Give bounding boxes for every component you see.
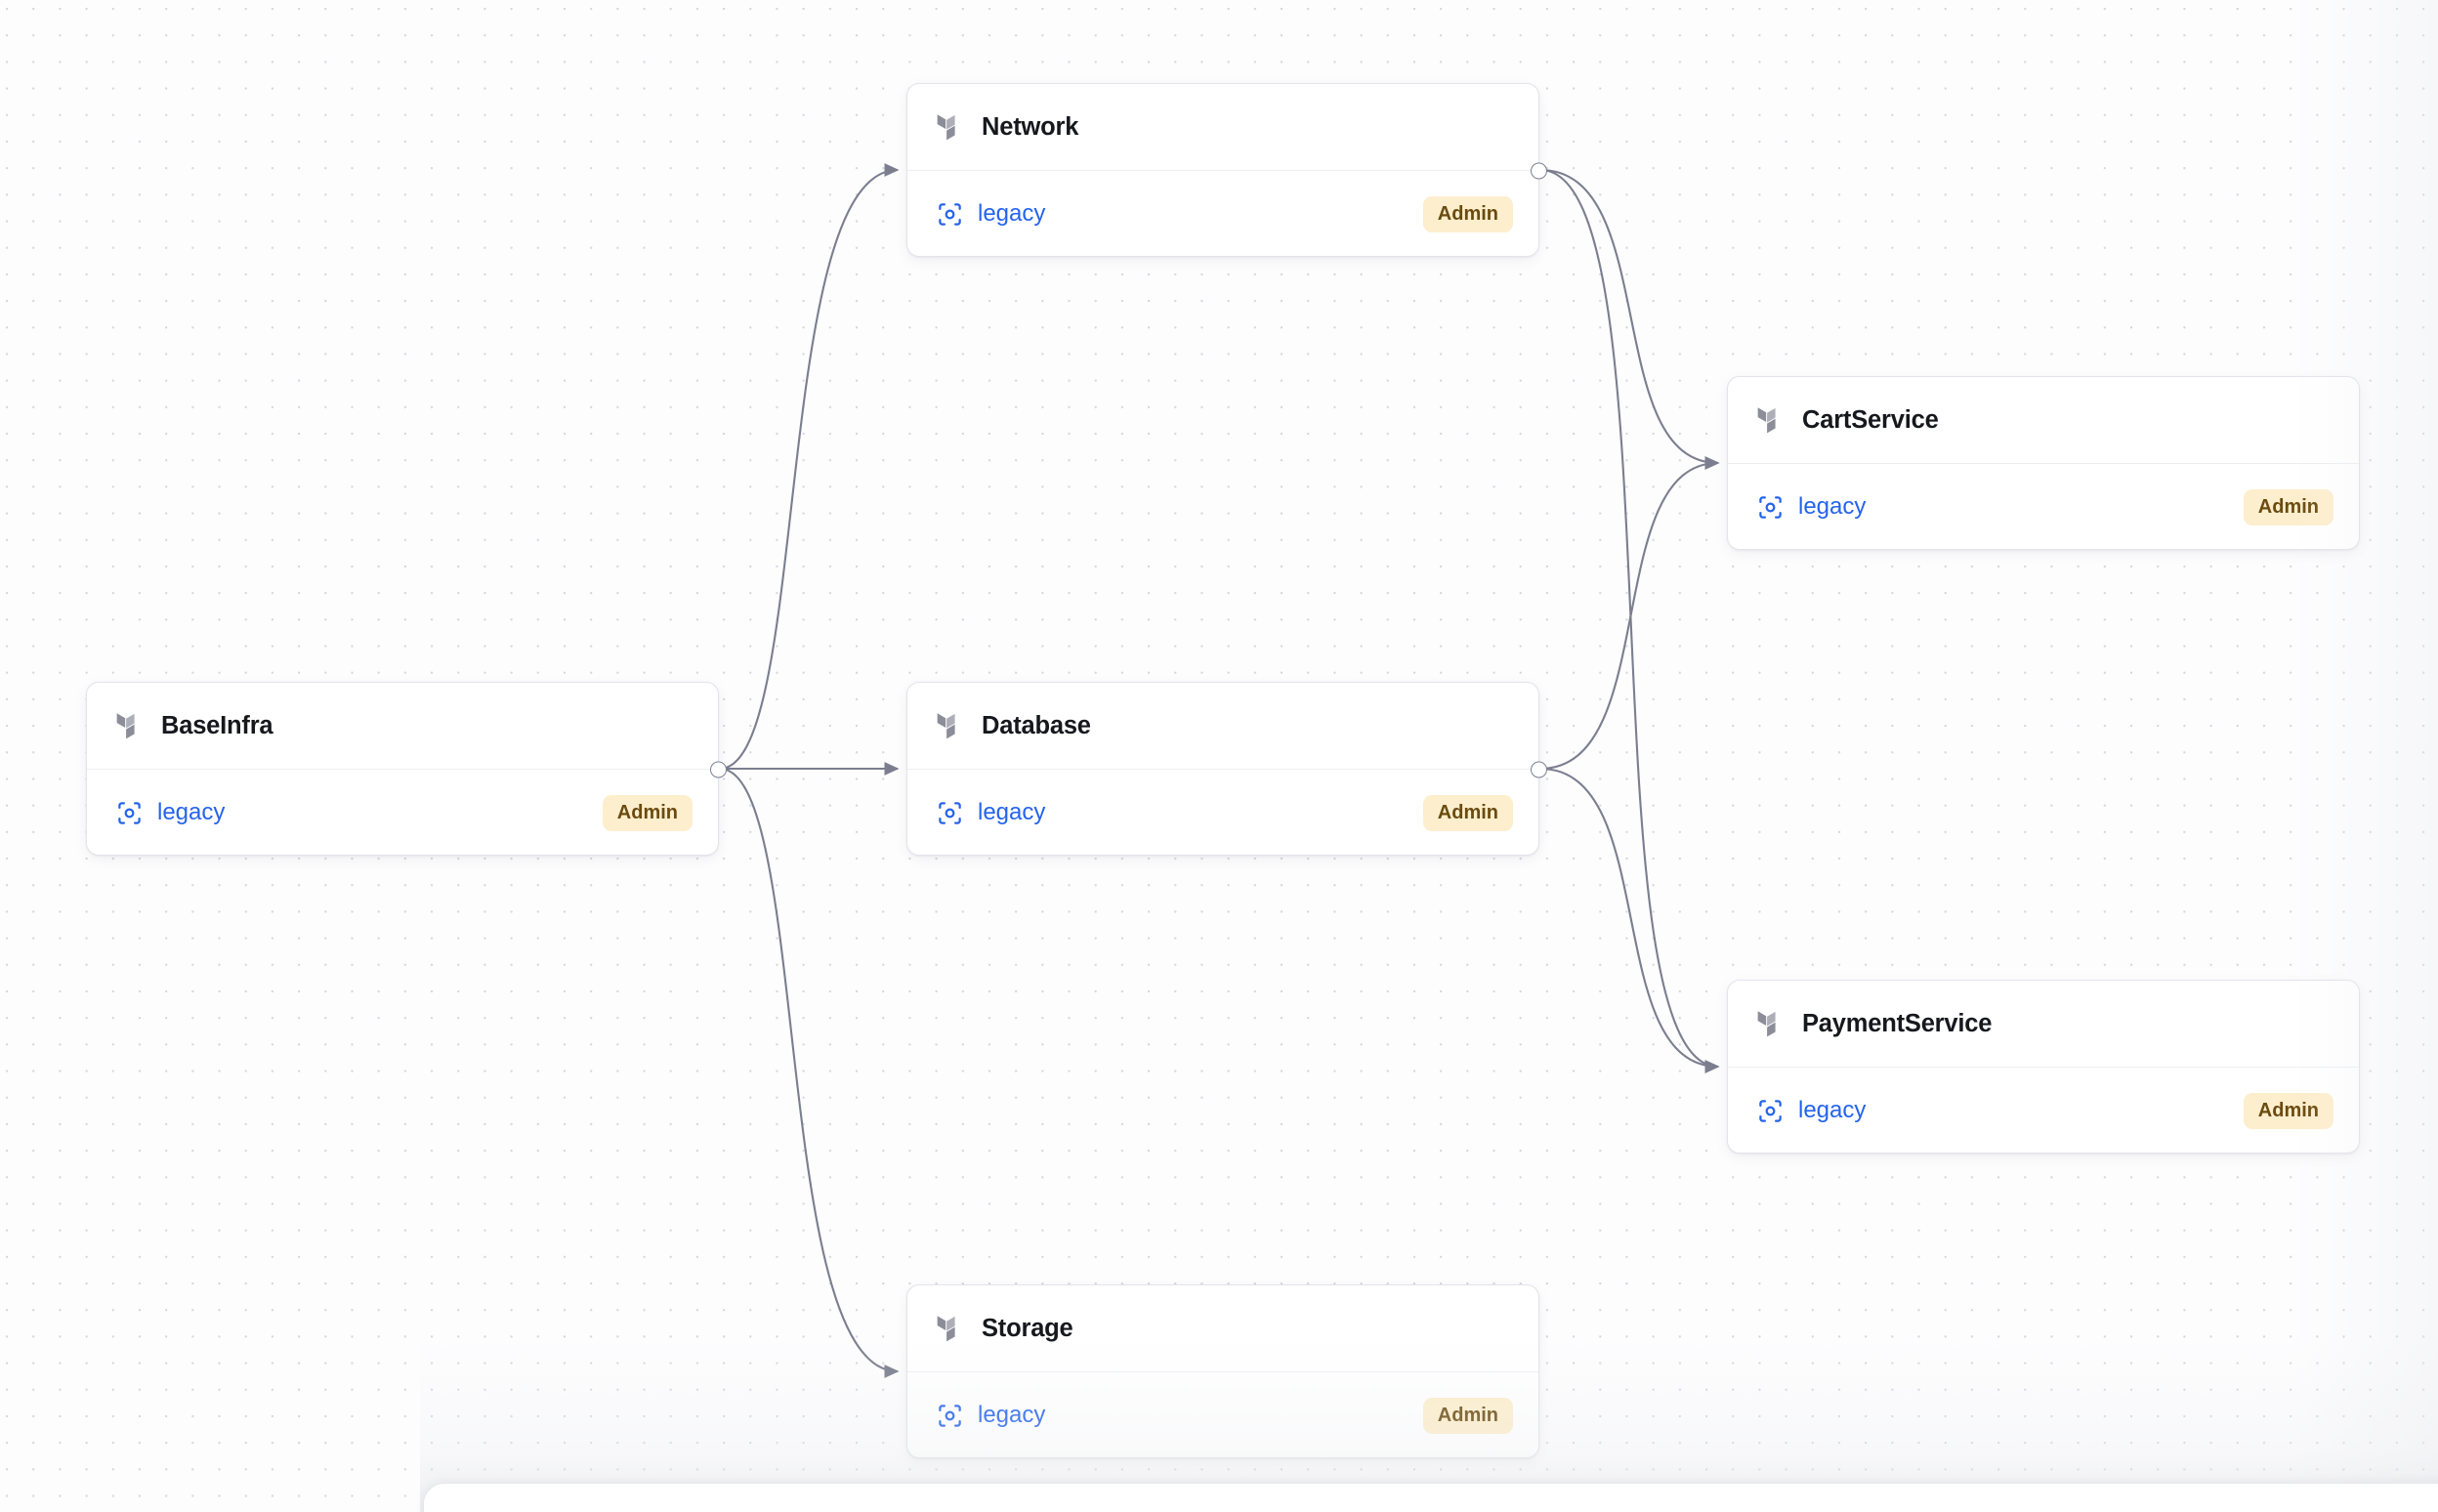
workspace-name: legacy xyxy=(978,799,1046,825)
scan-focus-icon xyxy=(1759,495,1782,519)
scan-focus-icon xyxy=(939,801,961,824)
permission-badge: Admin xyxy=(602,794,693,831)
graph-edge[interactable] xyxy=(1539,456,1720,771)
scan-focus-icon xyxy=(939,1404,961,1427)
source-handle[interactable] xyxy=(1531,162,1547,180)
node-body: legacy Admin xyxy=(87,770,718,856)
workspace-link[interactable]: legacy xyxy=(937,799,1045,826)
workspace-link[interactable]: legacy xyxy=(116,799,225,826)
node-body: legacy Admin xyxy=(907,1372,1538,1458)
node-title: Database xyxy=(982,711,1091,739)
workspace-link[interactable]: legacy xyxy=(937,1402,1045,1429)
node-body: legacy Admin xyxy=(1728,464,2359,550)
permission-badge: Admin xyxy=(2243,488,2333,525)
terraform-icon xyxy=(937,113,955,140)
node-title: BaseInfra xyxy=(161,711,273,739)
graph-node-database[interactable]: Database legacy Admin xyxy=(906,682,1547,856)
workspace-link[interactable]: legacy xyxy=(1757,493,1866,521)
bottom-panel-corner xyxy=(423,1483,2438,1512)
node-title: Storage xyxy=(982,1314,1073,1342)
source-handle[interactable] xyxy=(710,761,727,778)
terraform-icon xyxy=(1757,406,1776,433)
permission-badge: Admin xyxy=(1422,195,1513,232)
right-edge-shade xyxy=(2291,0,2438,1512)
terraform-icon xyxy=(1757,1010,1776,1036)
graph-node-storage[interactable]: Storage legacy Admin xyxy=(906,1284,1539,1458)
graph-node-baseinfra[interactable]: BaseInfra legacy Admin xyxy=(86,682,727,856)
source-handle[interactable] xyxy=(1531,761,1547,778)
node-title: PaymentService xyxy=(1802,1009,1993,1037)
workspace-name: legacy xyxy=(157,799,226,825)
scan-focus-icon xyxy=(939,202,961,226)
workspace-link[interactable]: legacy xyxy=(1757,1097,1866,1124)
node-header: Network xyxy=(907,84,1538,171)
node-title: CartService xyxy=(1802,405,1939,434)
terraform-icon xyxy=(116,712,135,738)
node-body: legacy Admin xyxy=(907,770,1538,856)
graph-node-cartservice[interactable]: CartService legacy Admin xyxy=(1727,376,2360,550)
permission-badge: Admin xyxy=(1422,794,1513,831)
node-header: Database xyxy=(907,683,1538,770)
node-header: BaseInfra xyxy=(87,683,718,770)
scan-focus-icon xyxy=(1759,1099,1782,1122)
scan-focus-icon xyxy=(118,801,141,824)
permission-badge: Admin xyxy=(1422,1397,1513,1434)
graph-edge[interactable] xyxy=(719,163,900,771)
node-body: legacy Admin xyxy=(1728,1068,2359,1154)
node-title: Network xyxy=(982,112,1079,141)
workspace-name: legacy xyxy=(978,1402,1046,1428)
graph-edge[interactable] xyxy=(1539,168,1720,470)
permission-badge: Admin xyxy=(2243,1092,2333,1129)
terraform-icon xyxy=(937,1315,955,1341)
node-header: CartService xyxy=(1728,377,2359,464)
workspace-link[interactable]: legacy xyxy=(937,200,1045,228)
graph-edge[interactable] xyxy=(1539,168,1720,1073)
node-header: PaymentService xyxy=(1728,981,2359,1068)
terraform-icon xyxy=(937,712,955,738)
workspace-name: legacy xyxy=(1798,1097,1867,1123)
graph-node-network[interactable]: Network legacy Admin xyxy=(906,83,1547,257)
graph-edge[interactable] xyxy=(1539,767,1720,1073)
node-header: Storage xyxy=(907,1285,1538,1372)
workspace-name: legacy xyxy=(1798,493,1867,520)
node-body: legacy Admin xyxy=(907,171,1538,257)
graph-node-paymentservice[interactable]: PaymentService legacy Admin xyxy=(1727,980,2360,1154)
workspace-name: legacy xyxy=(978,200,1046,227)
graph-edge[interactable] xyxy=(719,767,900,1378)
